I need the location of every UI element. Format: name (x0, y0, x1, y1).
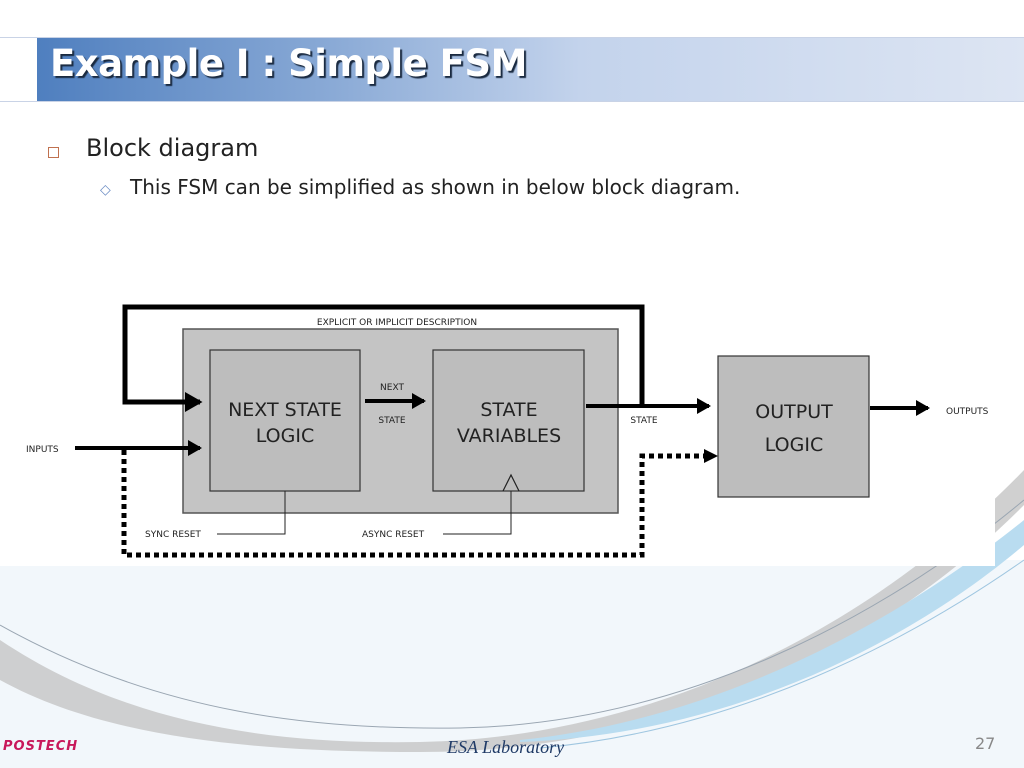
clock-triangle-icon (502, 473, 520, 492)
next-state-logic-block (209, 349, 361, 492)
output-logic-label-2: LOGIC (765, 434, 823, 456)
decorative-swoosh (0, 470, 1024, 752)
state-variables-block (432, 349, 585, 492)
page-number: 27 (975, 734, 996, 753)
next-state-logic-label-1: NEXT STATE (228, 399, 342, 421)
feedback-loop-line (122, 304, 645, 412)
title-band (37, 38, 1024, 101)
dotted-arrow-head (704, 449, 718, 463)
outputs-label: OUTPUTS (946, 407, 989, 417)
sync-reset-line (217, 491, 286, 535)
description-label: EXPLICIT OR IMPLICIT DESCRIPTION (317, 318, 477, 328)
async-reset-line (443, 491, 512, 535)
next-state-logic-label-2: LOGIC (256, 425, 314, 447)
sub-bullet-text: This FSM can be simplified as shown in b… (130, 175, 741, 199)
inputs-label: INPUTS (26, 445, 59, 455)
state-variables-label-1: STATE (480, 399, 537, 421)
footer-lab-name: ESA Laboratory (447, 737, 565, 757)
swoosh-line-1 (0, 499, 1024, 729)
output-logic-label-1: OUTPUT (755, 401, 833, 423)
async-reset-label: ASYNC RESET (362, 530, 425, 540)
next-label: NEXT (380, 383, 404, 393)
state-variables-label-2: VARIABLES (457, 425, 561, 447)
header-rule-top (0, 37, 1024, 38)
hollow-square-bullet-icon (48, 147, 59, 158)
state-label: STATE (630, 416, 657, 426)
postech-logo: POSTECH (3, 739, 79, 754)
sync-reset-label: SYNC RESET (145, 530, 201, 540)
slide-title: Example I : Simple FSM (50, 42, 527, 85)
header-rule-bottom (0, 101, 1024, 102)
bullet-text: Block diagram (86, 134, 259, 162)
next-state-label: STATE (378, 416, 405, 426)
hollow-diamond-bullet-icon: ◇ (100, 182, 111, 198)
swoosh-line-2 (539, 559, 1024, 749)
inputs-dotted-path (121, 450, 705, 558)
output-logic-block (717, 355, 870, 498)
